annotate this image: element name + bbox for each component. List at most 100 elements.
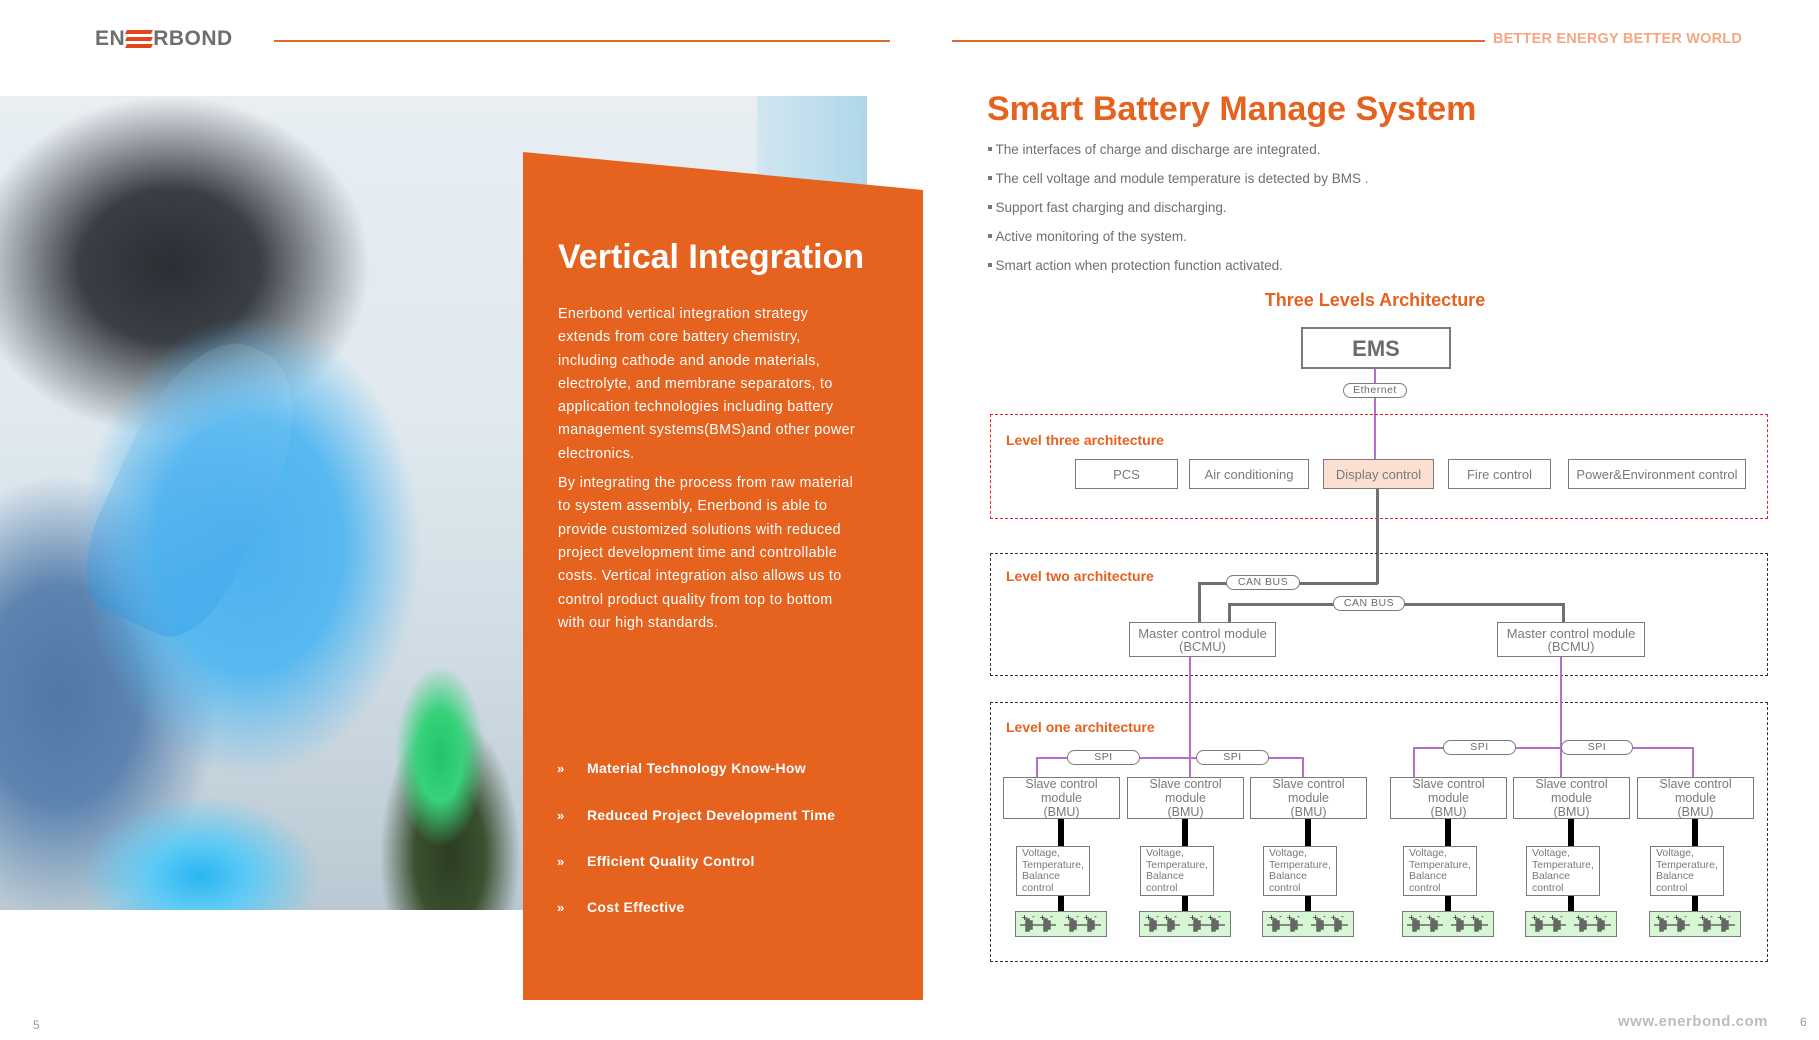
function-line: Voltage, [1656, 847, 1694, 859]
page-number-right: 6 [1800, 1015, 1807, 1029]
svg-text:-: - [1076, 912, 1079, 921]
spi-wire [1036, 757, 1304, 759]
can-bus-wire [1228, 603, 1231, 622]
cell-wire [1305, 896, 1311, 911]
bullet-text: Active monitoring of the system. [995, 229, 1187, 244]
slave-control-module: Slave control module(BMU) [1513, 777, 1630, 819]
svg-text:-: - [1586, 912, 1589, 921]
svg-text:+: + [1699, 913, 1706, 922]
spi-label: SPI [1196, 750, 1269, 765]
spi-wire [1036, 757, 1038, 777]
page-title: Smart Battery Manage System [987, 90, 1477, 128]
website-url[interactable]: www.enerbond.com [1618, 1013, 1768, 1030]
svg-text:+: + [1593, 913, 1600, 922]
bullet-icon [988, 205, 992, 209]
svg-text:+: + [1673, 913, 1680, 922]
bullet-icon [988, 176, 992, 180]
battery-cells-icon: +-+-+-+- [1402, 911, 1494, 937]
svg-text:+: + [1312, 913, 1319, 922]
svg-text:-: - [1481, 912, 1484, 921]
function-line: Balance [1269, 870, 1307, 882]
feature-label: Cost Effective [587, 899, 685, 915]
svg-text:+: + [1426, 913, 1433, 922]
slave-control-module: Slave control module(BMU) [1637, 777, 1754, 819]
bullet-icon [988, 234, 992, 238]
slave-control-module: Slave control module(BMU) [1003, 777, 1120, 819]
sensor-wire [1058, 819, 1064, 846]
module-pcs: PCS [1075, 459, 1178, 489]
svg-text:+: + [1286, 913, 1293, 922]
function-line: control [1409, 881, 1441, 894]
svg-text:+: + [1207, 913, 1214, 922]
bullet-item: Support fast charging and discharging. [987, 200, 1227, 215]
battery-cells-icon: +-+-+-+- [1525, 911, 1617, 937]
svg-text:+: + [1083, 913, 1090, 922]
can-bus-label: CAN BUS [1226, 575, 1300, 590]
can-bus-wire [1376, 489, 1379, 584]
panel-paragraph: Enerbond vertical integration strategy e… [558, 306, 855, 462]
svg-text:+: + [1021, 913, 1028, 922]
function-line: Temperature, [1022, 858, 1084, 871]
battery-cells-icon: +-+-+-+- [1139, 911, 1231, 937]
svg-text:-: - [1437, 912, 1440, 921]
battery-cells-icon: +-+-+-+- [1015, 911, 1107, 937]
level-two-container [990, 553, 1768, 676]
level-two-label: Level two architecture [1006, 568, 1154, 584]
photo-flask [63, 318, 327, 654]
svg-text:+: + [1531, 913, 1538, 922]
function-line: Balance [1146, 870, 1184, 882]
slave-module-label: Slave control module [1535, 777, 1608, 805]
spi-label: SPI [1561, 740, 1633, 755]
ems-box: EMS [1301, 327, 1451, 369]
svg-text:+: + [1549, 913, 1556, 922]
svg-text:+: + [1575, 913, 1582, 922]
master-module-sublabel: (BCMU) [1547, 638, 1595, 654]
slave-module-label: Slave control module [1149, 777, 1222, 805]
cell-wire [1568, 896, 1574, 911]
function-line: Voltage, [1269, 847, 1307, 859]
function-line: Voltage, [1532, 847, 1570, 859]
spi-wire [1302, 757, 1304, 777]
slave-module-sublabel: (BMU) [1167, 805, 1204, 819]
battery-cells-icon: +-+-+-+- [1262, 911, 1354, 937]
header-divider-right [952, 40, 1485, 42]
level-three-label: Level three architecture [1006, 432, 1164, 448]
bullet-text: The interfaces of charge and discharge a… [995, 142, 1321, 157]
feature-item: » Cost Effective [557, 899, 685, 915]
slave-module-label: Slave control module [1412, 777, 1485, 805]
sensor-wire [1305, 819, 1311, 846]
svg-text:-: - [1728, 912, 1731, 921]
cell-wire [1058, 896, 1064, 911]
svg-text:+: + [1163, 913, 1170, 922]
feature-item: » Reduced Project Development Time [557, 807, 835, 823]
svg-text:+: + [1189, 913, 1196, 922]
function-line: control [1532, 881, 1564, 894]
panel-title: Vertical Integration [558, 238, 865, 276]
svg-text:+: + [1039, 913, 1046, 922]
cell-wire [1182, 896, 1188, 911]
svg-text:+: + [1145, 913, 1152, 922]
svg-text:+: + [1268, 913, 1275, 922]
battery-cell-symbols-icon: +-+-+-+- [1144, 912, 1225, 932]
module-fire-control: Fire control [1448, 459, 1551, 489]
svg-text:-: - [1684, 912, 1687, 921]
svg-text:-: - [1050, 912, 1053, 921]
slave-module-sublabel: (BMU) [1677, 805, 1714, 819]
function-line: Balance [1532, 870, 1570, 882]
function-line: control [1656, 881, 1688, 894]
slave-module-sublabel: (BMU) [1290, 805, 1327, 819]
svg-text:+: + [1330, 913, 1337, 922]
svg-text:-: - [1710, 912, 1713, 921]
bullet-item: Active monitoring of the system. [987, 229, 1187, 244]
master-control-module: Master control module (BCMU) [1129, 622, 1276, 657]
double-chevron-right-icon: » [557, 807, 564, 823]
sensor-wire [1692, 819, 1698, 846]
double-chevron-right-icon: » [557, 853, 564, 869]
svg-text:+: + [1655, 913, 1662, 922]
bullet-icon [988, 263, 992, 267]
page-number-left: 5 [33, 1018, 40, 1032]
